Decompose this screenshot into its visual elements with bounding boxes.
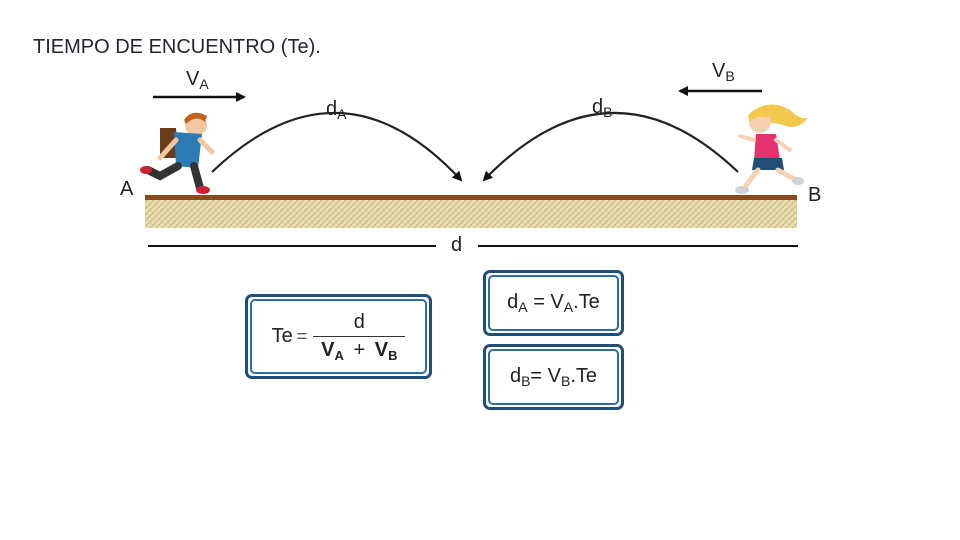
point-b-label: B	[808, 184, 822, 206]
meeting-diagram	[140, 86, 808, 247]
te-symbol: Te	[271, 325, 293, 347]
boy-running-icon	[140, 112, 215, 194]
girl-running-icon	[735, 104, 808, 194]
distance-b-formula-box: dB= VB.Te	[483, 344, 624, 410]
distance-b-formula: dB= VB.Te	[509, 365, 598, 389]
point-a-label: A	[120, 178, 134, 200]
fraction: d VA + VB	[313, 310, 406, 363]
ground-texture	[145, 196, 797, 228]
distance-a-formula-box: dA = VA.Te	[483, 270, 624, 336]
distance-a-arc	[211, 111, 463, 182]
distance-a-formula: dA = VA.Te	[507, 291, 600, 315]
fraction-denominator: VA + VB	[321, 338, 398, 363]
encounter-time-formula-box: Te = d VA + VB	[245, 294, 432, 379]
fraction-numerator: d	[353, 310, 365, 333]
total-distance-label: d	[451, 234, 463, 256]
encounter-time-formula: Te = d VA + VB	[272, 311, 406, 363]
distance-b-arc	[482, 111, 739, 182]
ground-line	[145, 195, 797, 200]
fraction-bar	[313, 335, 406, 337]
velocity-a-label: VA	[186, 68, 209, 92]
velocity-b-label: VB	[712, 60, 735, 84]
equals-sign: =	[296, 326, 308, 346]
page-title: TIEMPO DE ENCUENTRO (Te).	[33, 36, 321, 58]
